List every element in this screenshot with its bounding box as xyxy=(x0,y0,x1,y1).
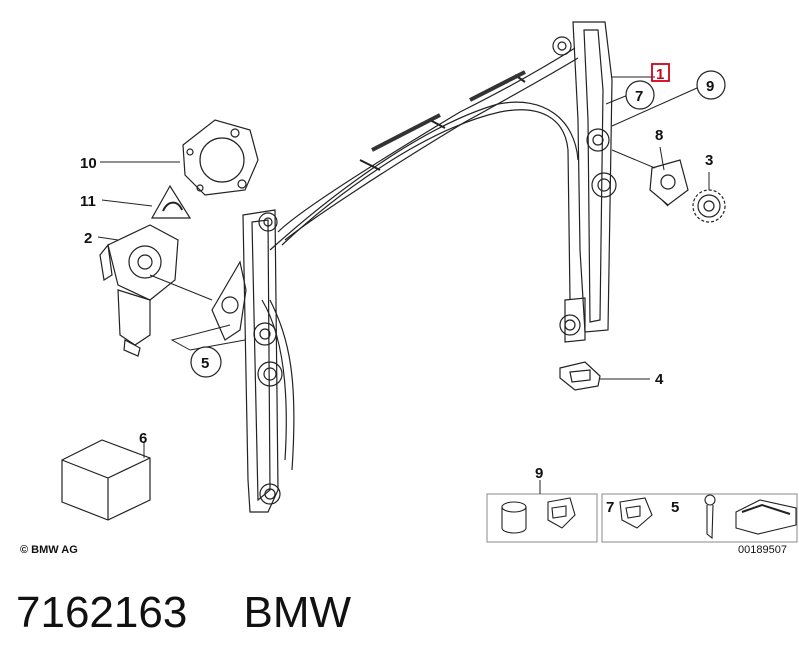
grease-package xyxy=(61,439,151,521)
callout-circle-9 xyxy=(696,70,726,100)
part-number: 7162163 xyxy=(16,588,188,637)
copyright: © BMW AG xyxy=(20,544,78,556)
part-caption: 7162163 BMW xyxy=(16,588,351,648)
callout-6: 6 xyxy=(139,430,147,447)
callout-3: 3 xyxy=(705,152,713,169)
drawing-number: 00189507 xyxy=(738,544,787,556)
callout-4: 4 xyxy=(655,371,664,388)
callout-1: 1 xyxy=(656,66,664,83)
callout-7: 7 xyxy=(635,88,643,105)
callout-5-inset: 5 xyxy=(671,499,679,516)
brand-name: BMW xyxy=(243,588,352,637)
callout-9-inset: 9 xyxy=(535,465,543,482)
callout-2: 2 xyxy=(84,230,92,247)
warning-label xyxy=(150,184,192,219)
highlight-box xyxy=(651,63,670,82)
callout-circle-7 xyxy=(625,80,655,110)
cover-plate xyxy=(649,159,689,207)
motor-gasket xyxy=(182,119,259,196)
callout-10: 10 xyxy=(80,155,97,172)
callout-circle-5 xyxy=(190,346,222,378)
callout-11: 11 xyxy=(80,193,96,210)
callout-7-inset: 7 xyxy=(606,499,614,516)
leader-lines xyxy=(97,76,710,458)
drive-gear xyxy=(692,189,726,223)
callout-8: 8 xyxy=(655,127,663,144)
callout-5: 5 xyxy=(201,355,209,372)
callout-9: 9 xyxy=(706,78,714,95)
clip xyxy=(559,361,601,391)
window-regulator xyxy=(211,21,617,513)
regulator-motor xyxy=(99,224,179,357)
inset-parts xyxy=(501,494,797,540)
parts-diagram: 1 7 9 8 3 10 11 2 5 4 6 9 7 5 © BMW AG 0… xyxy=(20,21,798,556)
inset-panels xyxy=(486,480,798,543)
